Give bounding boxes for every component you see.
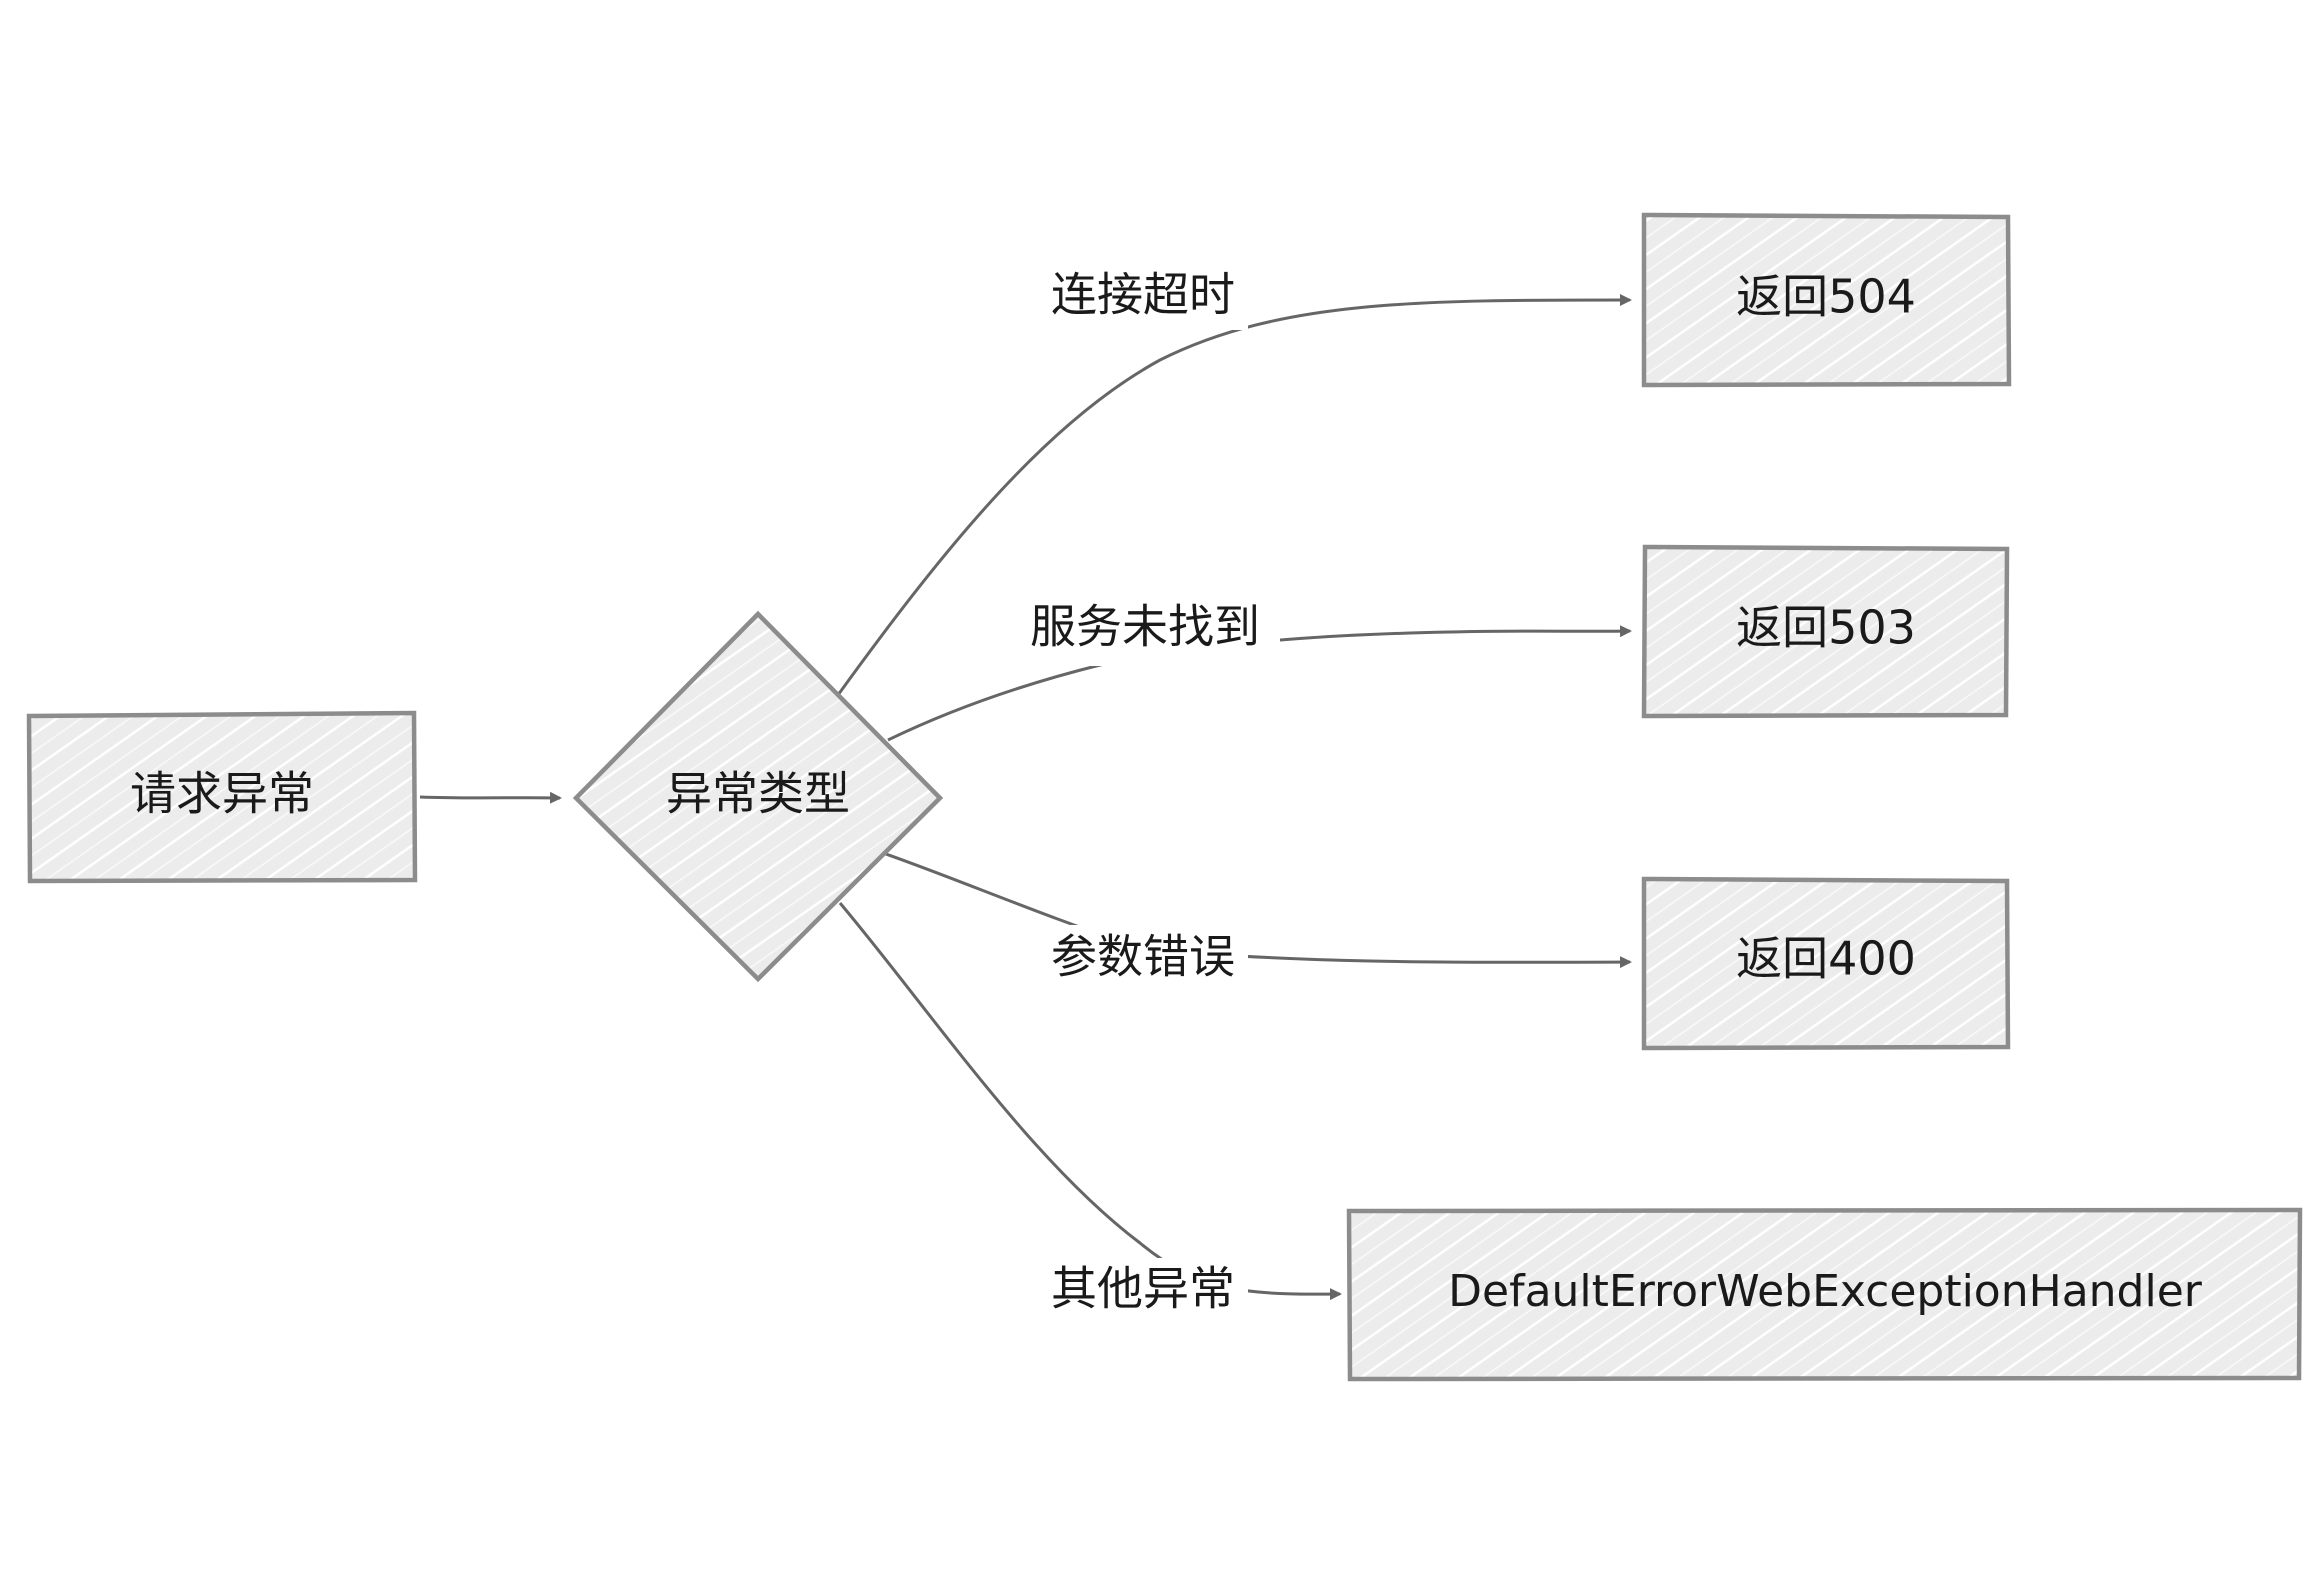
edge-line xyxy=(838,902,1342,1301)
edge-label-mask xyxy=(1038,262,1248,330)
edge-label-mask xyxy=(1038,1258,1248,1326)
edge-label-param-error: 参数错误 xyxy=(1051,930,1235,984)
edge-request-to-type xyxy=(419,791,562,804)
decision-diamond xyxy=(572,610,944,983)
node-request-exception: 请求异常 xyxy=(26,710,418,884)
edge-label-mask xyxy=(1038,925,1248,991)
node-default-error-handler: DefaultErrorWebExceptionHandler xyxy=(1346,1207,2303,1382)
node-box xyxy=(26,710,418,884)
node-label: 返回504 xyxy=(1736,270,1916,324)
edge-line xyxy=(419,791,562,804)
edge-label-connect-timeout: 连接超时 xyxy=(1051,268,1235,322)
node-box xyxy=(1641,544,2010,719)
node-box xyxy=(1641,212,2012,388)
node-label: 返回400 xyxy=(1736,932,1916,986)
edge-label-mask xyxy=(1010,594,1280,666)
node-box xyxy=(1346,1207,2303,1382)
edge-connect-timeout xyxy=(836,294,1632,696)
edge-label-service-not-found: 服务未找到 xyxy=(1030,600,1260,654)
edge-param-error xyxy=(882,851,1632,969)
edge-line xyxy=(882,851,1632,969)
node-box xyxy=(1641,876,2011,1051)
edge-label-other-exception: 其他异常 xyxy=(1051,1262,1235,1316)
node-return-400: 返回400 xyxy=(1641,876,2011,1051)
node-return-504: 返回504 xyxy=(1641,212,2012,388)
node-label: 返回503 xyxy=(1736,601,1916,655)
node-return-503: 返回503 xyxy=(1641,544,2010,719)
node-label: DefaultErrorWebExceptionHandler xyxy=(1448,1266,2203,1317)
node-label: 异常类型 xyxy=(666,767,850,821)
node-label: 请求异常 xyxy=(130,767,314,821)
edge-other-exception xyxy=(838,902,1342,1301)
node-exception-type: 异常类型 xyxy=(572,610,944,983)
edge-line xyxy=(836,294,1632,696)
